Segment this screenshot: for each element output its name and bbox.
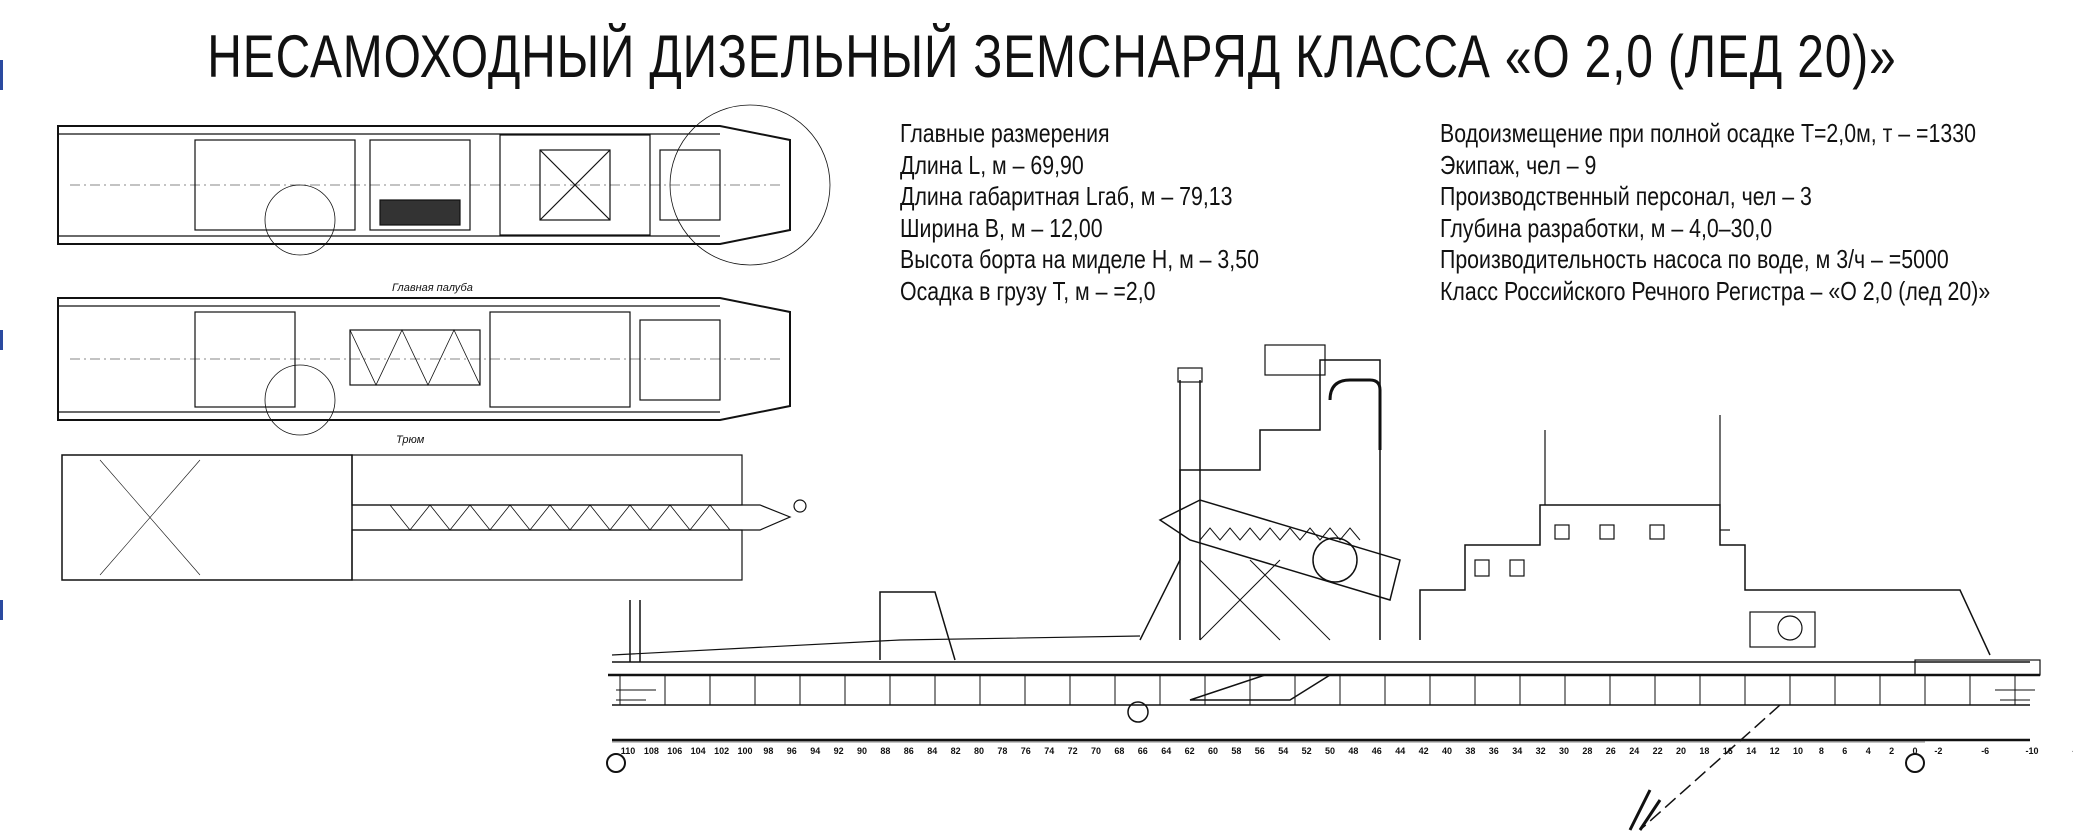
label-main-deck: Главная палуба [392,282,473,294]
spec-draft: Осадка в грузу T, м – =2,0 [900,275,1156,306]
frame-number: 36 [1489,746,1499,756]
frame-number: 102 [714,746,729,756]
frame-number: 80 [974,746,984,756]
spec-crew: Экипаж, чел – 9 [1440,149,1597,180]
frame-number: 22 [1653,746,1663,756]
frame-number: 38 [1465,746,1475,756]
frame-number: 28 [1582,746,1592,756]
frame-number: 2 [1889,746,1894,756]
frame-number: 108 [644,746,659,756]
frame-number: 26 [1606,746,1616,756]
frame-number: 100 [737,746,752,756]
frame-number: 48 [1348,746,1358,756]
spec-displacement: Водоизмещение при полной осадке T=2,0м, … [1440,118,1976,148]
frame-number: 62 [1185,746,1195,756]
spec-overall-length: Длина габаритная Lгаб, м – 79,13 [900,181,1233,211]
frame-number: 10 [1793,746,1803,756]
frame-number: 12 [1770,746,1780,756]
frame-number: 68 [1114,746,1124,756]
spec-length: Длина L, м – 69,90 [900,149,1084,180]
spec-width: Ширина B, м – 12,00 [900,212,1103,243]
plan-view-upper-deck [57,104,831,266]
frame-number: 44 [1395,746,1405,756]
edge-marker [0,600,3,620]
frame-number: 94 [810,746,820,756]
frame-number: 42 [1419,746,1429,756]
frame-number: 24 [1629,746,1639,756]
frame-number: 20 [1676,746,1686,756]
plan-view-lower-deck [57,297,791,436]
frame-number: 32 [1536,746,1546,756]
frame-number: 46 [1372,746,1382,756]
frame-number: 4 [1866,746,1871,756]
frame-number: -6 [1981,746,1989,756]
frame-number: 58 [1231,746,1241,756]
frame-number: 90 [857,746,867,756]
frame-number: 34 [1512,746,1522,756]
frame-number: 106 [667,746,682,756]
specs-main-dimensions: Главные размерения Длина L, м – 69,90 Дл… [900,118,1259,307]
frame-number: 52 [1302,746,1312,756]
frame-number: 78 [997,746,1007,756]
frame-number: 16 [1723,746,1733,756]
edge-marker [0,60,3,90]
frame-number: 66 [1138,746,1148,756]
specs-performance: Водоизмещение при полной осадке T=2,0м, … [1440,118,1990,307]
frame-number: 72 [1068,746,1078,756]
spec-depth: Высота борта на миделе H, м – 3,50 [900,244,1259,274]
frame-number: 96 [787,746,797,756]
frame-number: 30 [1559,746,1569,756]
frame-number: 76 [1021,746,1031,756]
frame-number: 64 [1161,746,1171,756]
frame-number: 84 [927,746,937,756]
frame-number: 56 [1255,746,1265,756]
frame-number: 8 [1819,746,1824,756]
frame-number: 14 [1746,746,1756,756]
edge-marker [0,330,3,350]
label-hold: Трюм [396,434,425,446]
frame-number: 0 [1912,746,1917,756]
frame-number: 18 [1699,746,1709,756]
spec-dredging-depth: Глубина разработки, м – 4,0–30,0 [1440,212,1773,243]
frame-number: 92 [834,746,844,756]
drawing-title: НЕСАМОХОДНЫЙ ДИЗЕЛЬНЫЙ ЗЕМСНАРЯД КЛАССА … [207,23,1897,90]
frame-number: 60 [1208,746,1218,756]
frame-number: -2 [1934,746,1942,756]
frame-number: 98 [763,746,773,756]
frame-number: 88 [880,746,890,756]
frame-number: 6 [1842,746,1847,756]
frame-number: 104 [691,746,706,756]
spec-personnel: Производственный персонал, чел – 3 [1440,181,1812,211]
spec-pump-capacity: Производительность насоса по воде, м 3/ч… [1440,244,1949,274]
frame-number: 110 [621,746,636,756]
frame-number: 70 [1091,746,1101,756]
frame-number: 40 [1442,746,1452,756]
side-elevation [606,344,2041,831]
frame-number: 74 [1044,746,1054,756]
spec-heading: Главные размерения [900,118,1110,148]
frame-number: 82 [951,746,961,756]
frame-number: -10 [2025,746,2038,756]
plan-view-hold [61,454,807,581]
spec-register-class: Класс Российского Речного Регистра – «О … [1440,275,1991,306]
frame-number: 86 [904,746,914,756]
frame-number: 50 [1325,746,1335,756]
frame-number: 54 [1278,746,1288,756]
